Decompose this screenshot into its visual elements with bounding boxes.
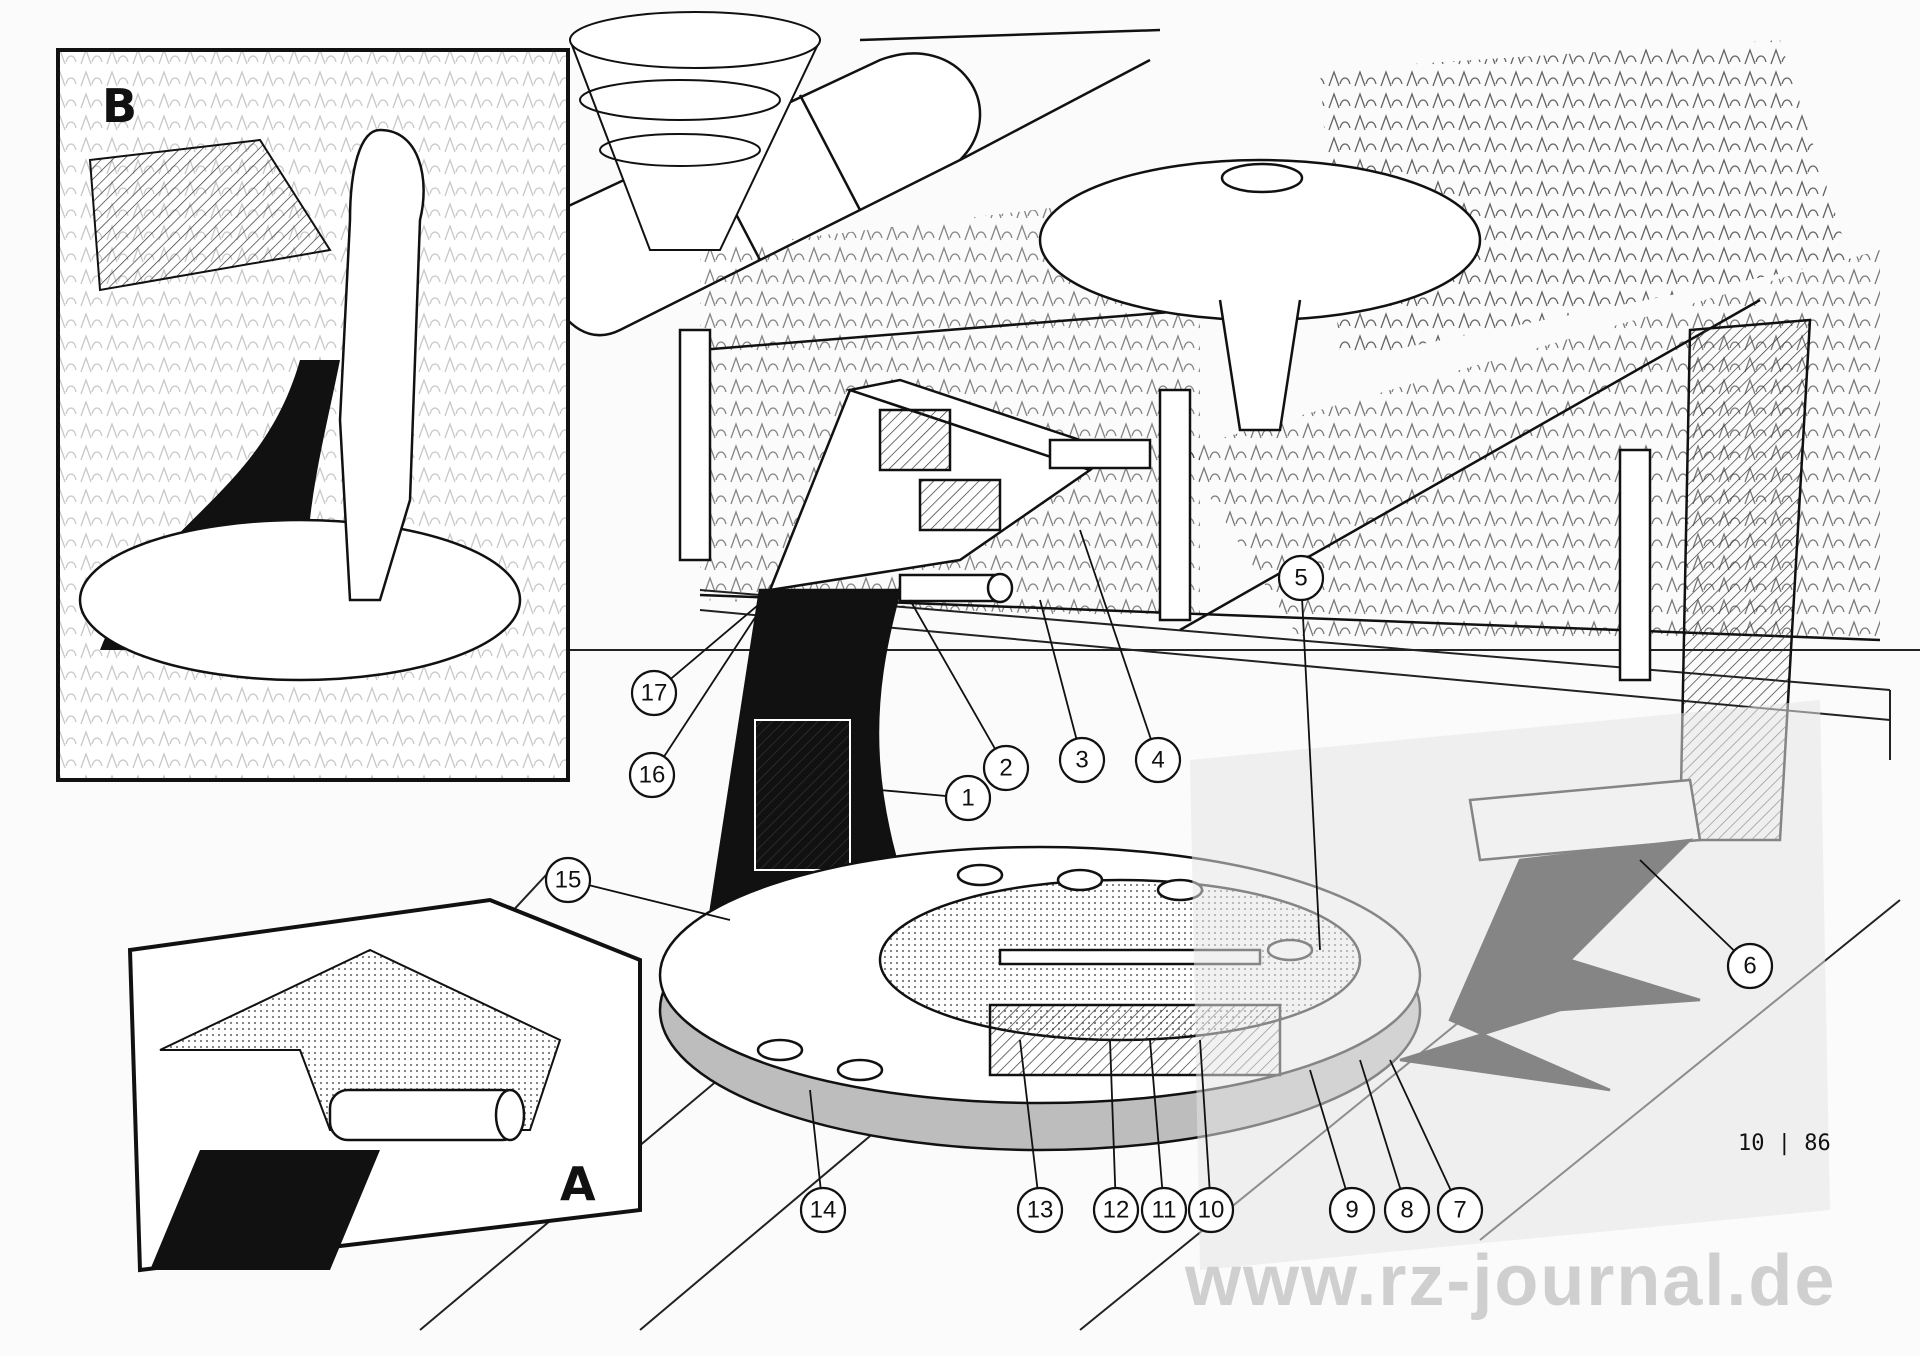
callout-leader-17 [653, 594, 771, 694]
callout-leader-16 [651, 609, 761, 776]
inset-a-label: A [560, 1157, 596, 1211]
callout-circle-14 [799, 1186, 847, 1234]
callout-12: 12 [1092, 1186, 1140, 1234]
callout-circle-8 [1383, 1186, 1431, 1234]
callout-circle-6 [1726, 942, 1774, 990]
funnel-tower [568, 11, 822, 251]
callout-11: 11 [1140, 1186, 1188, 1234]
callout-circle-11 [1140, 1186, 1188, 1234]
callout-number-14: 14 [810, 1197, 837, 1224]
callout-2: 2 [982, 744, 1030, 792]
saucer-platform [1038, 158, 1482, 432]
callout-leader-11 [1149, 1039, 1165, 1211]
callout-number-1: 1 [961, 785, 974, 812]
callout-number-10: 10 [1198, 1197, 1225, 1224]
callout-number-2: 2 [999, 755, 1012, 782]
callout-circle-17 [630, 669, 678, 717]
callout-leader-6 [1639, 859, 1751, 967]
callout-leader-9 [1309, 1069, 1353, 1211]
date-mark: 10 | 86 [1738, 1131, 1831, 1156]
callout-leader-4 [1079, 529, 1159, 761]
inset-b: B [56, 48, 570, 782]
callout-circle-16 [628, 751, 676, 799]
inset-a: A [127, 897, 642, 1273]
inset-b-label: B [102, 79, 137, 133]
callout-1: 1 [944, 774, 992, 822]
callout-leader-5 [1300, 577, 1321, 951]
watermark: www.rz-journal.de [1184, 700, 1836, 1321]
callout-leader-13 [1019, 1039, 1041, 1211]
callout-number-15: 15 [555, 867, 582, 894]
callout-leaders [567, 529, 1751, 1211]
callout-number-13: 13 [1027, 1197, 1054, 1224]
callout-5: 5 [1277, 554, 1325, 602]
callout-circle-12 [1092, 1186, 1140, 1234]
callout-circle-15 [544, 856, 592, 904]
callout-circle-3 [1058, 736, 1106, 784]
callout-circle-2 [982, 744, 1030, 792]
callout-17: 17 [630, 669, 678, 717]
callout-16: 16 [628, 751, 676, 799]
callout-8: 8 [1383, 1186, 1431, 1234]
callout-leader-2 [909, 599, 1007, 769]
callout-13: 13 [1016, 1186, 1064, 1234]
callout-circle-13 [1016, 1186, 1064, 1234]
callout-7: 7 [1436, 1186, 1484, 1234]
callout-number-11: 11 [1152, 1197, 1177, 1224]
callout-number-16: 16 [639, 762, 666, 789]
callout-number-9: 9 [1345, 1197, 1358, 1224]
callout-14: 14 [799, 1186, 847, 1234]
callout-leader-10 [1199, 1039, 1212, 1211]
window-frame [678, 298, 1881, 682]
callout-circle-1 [944, 774, 992, 822]
callout-6: 6 [1726, 942, 1774, 990]
callout-circle-7 [1436, 1186, 1484, 1234]
callout-leader-7 [1389, 1059, 1461, 1211]
callout-number-6: 6 [1743, 953, 1756, 980]
callout-9: 9 [1328, 1186, 1376, 1234]
callout-number-3: 3 [1075, 747, 1088, 774]
callout-leader-3 [1039, 599, 1083, 761]
callout-circle-10 [1187, 1186, 1235, 1234]
callout-number-5: 5 [1294, 565, 1307, 592]
callout-15: 15 [544, 856, 592, 904]
callout-leader-12 [1109, 1039, 1117, 1211]
callout-number-17: 17 [641, 680, 668, 707]
callout-circle-5 [1277, 554, 1325, 602]
callout-number-8: 8 [1400, 1197, 1413, 1224]
callout-4: 4 [1134, 736, 1182, 784]
callout-number-12: 12 [1103, 1197, 1130, 1224]
callout-leader-8 [1359, 1059, 1408, 1211]
callout-10: 10 [1187, 1186, 1235, 1234]
callout-circle-9 [1328, 1186, 1376, 1234]
callout-number-4: 4 [1151, 747, 1164, 774]
callout-leader-15 [567, 879, 731, 921]
callout-3: 3 [1058, 736, 1106, 784]
watermark-url: www.rz-journal.de [1184, 1241, 1836, 1321]
callout-number-7: 7 [1453, 1197, 1466, 1224]
callout-circle-4 [1134, 736, 1182, 784]
